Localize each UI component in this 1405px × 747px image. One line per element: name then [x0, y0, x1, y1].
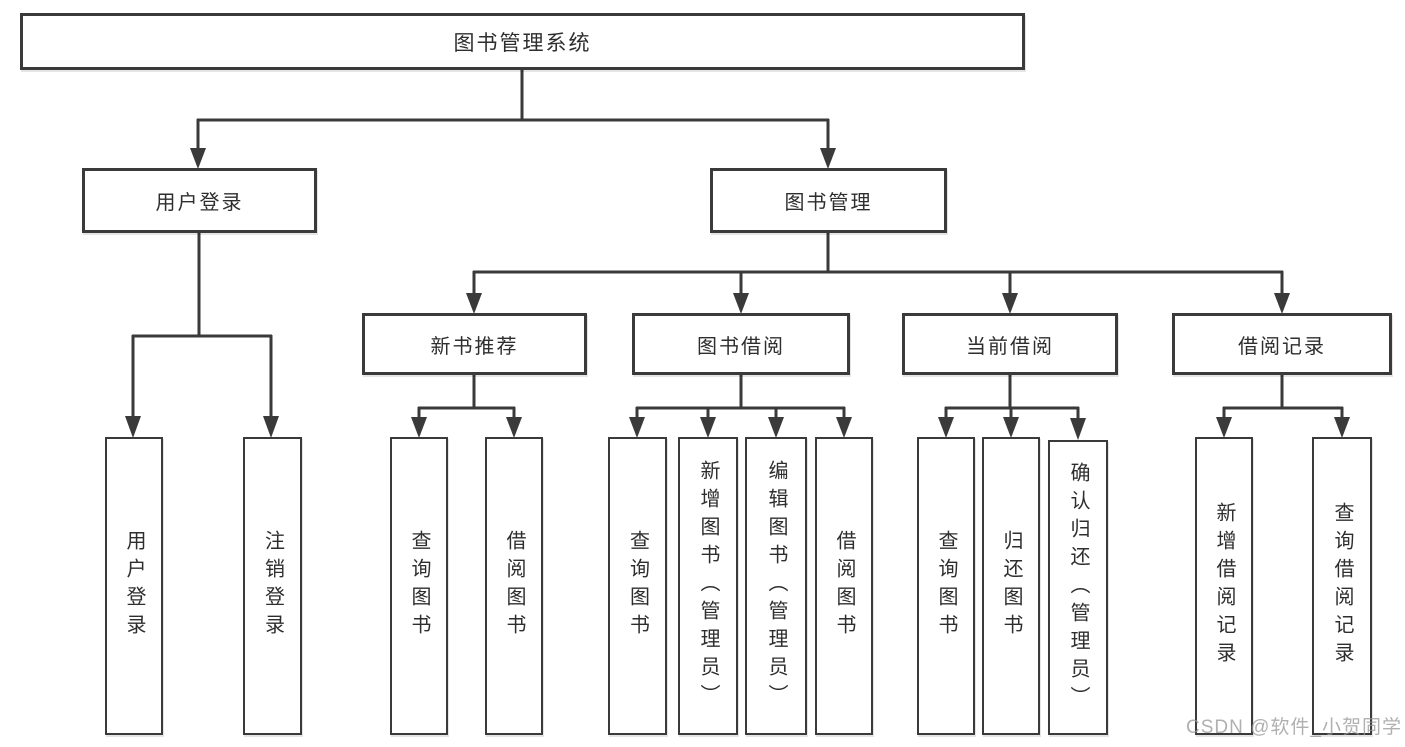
- leaf-query-borrow-record-label: 查询借阅记录: [1331, 502, 1353, 670]
- root-node-library-system: 图书管理系统: [20, 13, 1025, 70]
- node-borrowing-records: 借阅记录: [1172, 313, 1392, 375]
- node-book-borrowing: 图书借阅: [632, 313, 850, 375]
- leaf-query-books-borrow: 查询图书: [608, 437, 667, 735]
- node-new-book-recommendation: 新书推荐: [362, 313, 587, 375]
- leaf-confirm-return-admin-label: 确认归还（管理员）: [1067, 461, 1089, 714]
- leaf-borrow-books-recommend: 借阅图书: [485, 437, 543, 735]
- leaf-add-borrow-record-label: 新增借阅记录: [1213, 502, 1235, 670]
- leaf-user-login: 用户登录: [105, 437, 163, 735]
- leaf-query-books-recommend-label: 查询图书: [408, 530, 430, 642]
- leaf-return-book: 归还图书: [982, 437, 1040, 735]
- leaf-return-book-label: 归还图书: [1000, 530, 1022, 642]
- node-book-management-label: 图书管理: [784, 192, 873, 214]
- node-borrowing-records-label: 借阅记录: [1238, 335, 1326, 358]
- leaf-query-books-current: 查询图书: [917, 437, 975, 735]
- node-current-borrowing-label: 当前借阅: [966, 335, 1054, 358]
- leaf-edit-book-admin: 编辑图书（管理员）: [745, 437, 807, 735]
- node-current-borrowing: 当前借阅: [902, 313, 1118, 375]
- root-node-label: 图书管理系统: [453, 31, 592, 55]
- node-user-login-label: 用户登录: [155, 192, 244, 214]
- csdn-watermark: CSDN @软件_小贺同学: [1186, 717, 1402, 738]
- node-book-borrowing-label: 图书借阅: [697, 335, 785, 358]
- leaf-logout: 注销登录: [243, 437, 302, 735]
- leaf-borrow-books-recommend-label: 借阅图书: [503, 530, 525, 642]
- leaf-user-login-label: 用户登录: [123, 530, 145, 642]
- leaf-add-borrow-record: 新增借阅记录: [1195, 437, 1253, 735]
- leaf-borrow-books-label: 借阅图书: [833, 530, 855, 642]
- node-user-login: 用户登录: [82, 168, 317, 233]
- leaf-logout-label: 注销登录: [261, 530, 284, 642]
- leaf-query-books-current-label: 查询图书: [935, 530, 957, 642]
- leaf-query-borrow-record: 查询借阅记录: [1312, 437, 1372, 735]
- leaf-confirm-return-admin: 确认归还（管理员）: [1048, 440, 1108, 735]
- leaf-query-books-borrow-label: 查询图书: [626, 530, 649, 642]
- leaf-add-book-admin-label: 新增图书（管理员）: [697, 460, 719, 712]
- leaf-edit-book-admin-label: 编辑图书（管理员）: [765, 460, 787, 712]
- leaf-add-book-admin: 新增图书（管理员）: [678, 437, 738, 735]
- leaf-borrow-books: 借阅图书: [815, 437, 873, 735]
- node-new-book-recommendation-label: 新书推荐: [430, 335, 519, 358]
- leaf-query-books-recommend: 查询图书: [390, 437, 448, 735]
- node-book-management: 图书管理: [710, 168, 947, 233]
